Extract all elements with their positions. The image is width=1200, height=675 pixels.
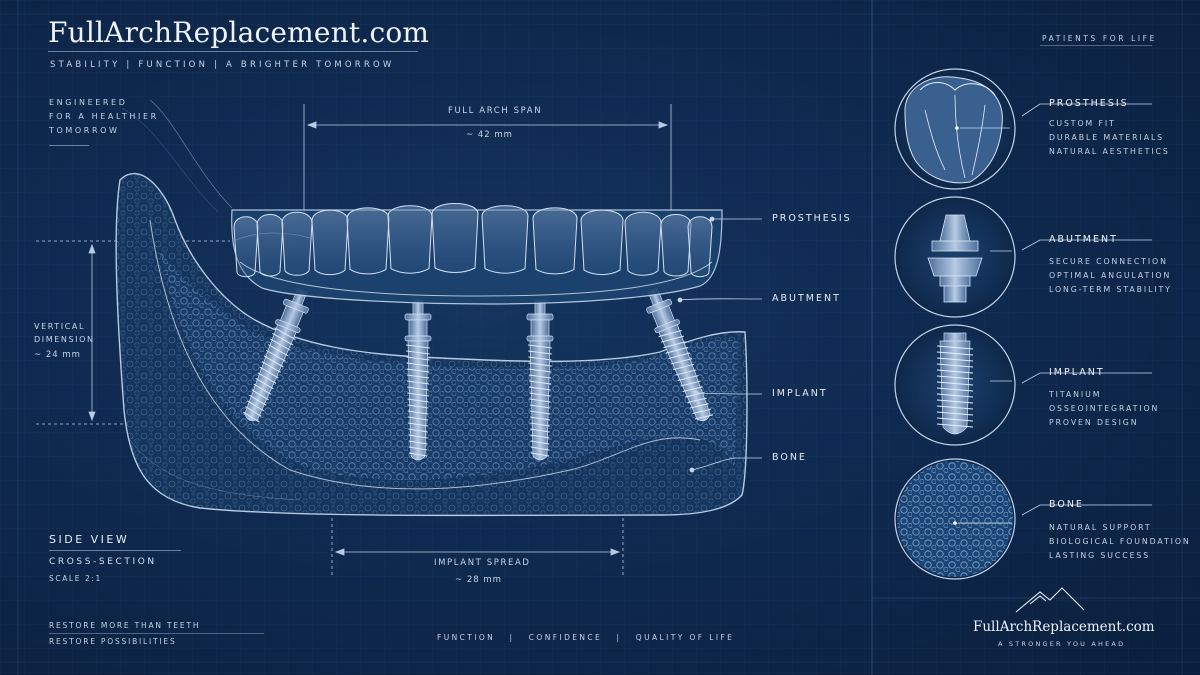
abutment-icon [927, 214, 1012, 303]
footer-left-rule [49, 633, 264, 634]
implant-post [526, 299, 554, 461]
tooth [481, 205, 529, 274]
implant-icon [936, 332, 1012, 435]
implant-post [243, 288, 309, 423]
top-right-slogan: PATIENTS FOR LIFE [1042, 34, 1157, 43]
intro-line-1: ENGINEERED [49, 98, 128, 107]
arch-span-value: ~ 42 mm [466, 130, 513, 140]
callout-abutment: ABUTMENT [772, 293, 841, 304]
tooth [580, 209, 624, 276]
implant-post [404, 299, 432, 461]
tooth [624, 211, 662, 276]
feature-item: LONG-TERM STABILITY [1049, 285, 1172, 294]
feature-title-implant: IMPLANT [1049, 367, 1105, 378]
bone-icon [897, 461, 1013, 577]
intro-line-2: FOR A HEALTHIER [49, 112, 159, 121]
feature-item: OSSEOINTEGRATION [1049, 404, 1160, 413]
side-view-scale: SCALE 2:1 [49, 574, 102, 583]
side-view-subtitle: CROSS-SECTION [49, 557, 157, 567]
tooth [256, 214, 284, 277]
arch-span-label: FULL ARCH SPAN [448, 106, 543, 116]
tooth [281, 211, 313, 276]
feature-item: NATURAL AESTHETICS [1049, 147, 1170, 156]
prosthesis-icon [904, 76, 1010, 184]
callout-implant: IMPLANT [772, 388, 828, 399]
side-view-title: SIDE VIEW [49, 533, 130, 546]
tooth [346, 207, 390, 275]
feature-item: NATURAL SUPPORT [1049, 523, 1152, 532]
vertical-label-1: VERTICAL [34, 322, 86, 331]
top-right-rule [1040, 45, 1152, 46]
intro-rule [49, 145, 89, 146]
tooth [387, 205, 433, 274]
tooth [687, 216, 713, 278]
feature-item: SECURE CONNECTION [1049, 257, 1168, 266]
mountain-logo-icon [1015, 587, 1085, 613]
implant-group [243, 288, 713, 461]
tooth [660, 214, 692, 277]
title-underline [48, 51, 418, 52]
feature-item: LASTING SUCCESS [1049, 551, 1151, 560]
vertical-label-2: DIMENSION [34, 335, 95, 344]
footer-left-line-1: RESTORE MORE THAN TEETH [49, 621, 201, 630]
feature-title-abutment: ABUTMENT [1049, 234, 1118, 245]
feature-item: PROVEN DESIGN [1049, 418, 1139, 427]
feature-item: DURABLE MATERIALS [1049, 133, 1165, 142]
callout-bone: BONE [772, 452, 807, 463]
arch-span-dimension [303, 104, 672, 215]
vertical-value: ~ 24 mm [34, 350, 81, 360]
tooth [233, 216, 259, 278]
jaw-bone [115, 172, 748, 517]
footer-brand-slogan: A STRONGER YOU AHEAD [998, 640, 1126, 648]
implant-spread-dimension [331, 440, 624, 578]
intro-line-3: TOMORROW [49, 126, 120, 135]
implant-spread-value: ~ 28 mm [455, 575, 502, 585]
implant-spread-label: IMPLANT SPREAD [434, 558, 531, 568]
feature-item: OPTIMAL ANGULATION [1049, 271, 1172, 280]
footer-left-line-2: RESTORE POSSIBILITIES [49, 637, 177, 646]
feature-leaders [1021, 103, 1152, 516]
tooth [311, 209, 349, 276]
footer-center-values: FUNCTION | CONFIDENCE | QUALITY OF LIFE [437, 633, 735, 642]
tooth [431, 203, 479, 273]
brand-tagline: STABILITY | FUNCTION | A BRIGHTER TOMORR… [50, 60, 395, 70]
tooth [532, 207, 578, 275]
feature-item: TITANIUM [1049, 390, 1102, 399]
prosthesis-arch [231, 203, 723, 305]
feature-item: BIOLOGICAL FOUNDATION [1049, 537, 1191, 546]
teeth-row [233, 203, 713, 278]
feature-item: CUSTOM FIT [1049, 119, 1116, 128]
implant-post [646, 288, 713, 422]
callout-leaders [677, 216, 763, 473]
callout-prosthesis: PROSTHESIS [772, 213, 852, 224]
side-view-rule [49, 550, 181, 551]
brand-title[interactable]: FullArchReplacement.com [48, 16, 430, 49]
feature-title-prosthesis: PROSTHESIS [1049, 98, 1129, 109]
feature-title-bone: BONE [1049, 499, 1084, 510]
footer-brand-name[interactable]: FullArchReplacement.com [973, 619, 1155, 635]
